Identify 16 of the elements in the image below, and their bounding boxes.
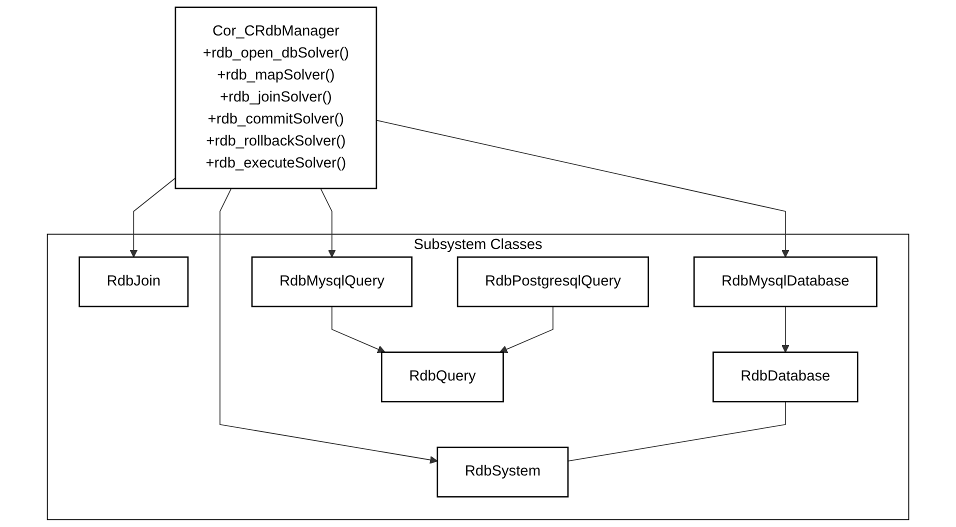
arrow	[781, 306, 790, 353]
node-box: RdbMysqlQuery	[251, 256, 412, 308]
arrow	[219, 188, 438, 464]
node-box: RdbMysqlDatabase	[693, 256, 878, 308]
node-box: RdbJoin	[78, 256, 189, 308]
arrow	[320, 188, 336, 258]
arrow	[499, 306, 554, 354]
node-box: RdbQuery	[380, 352, 504, 402]
arrow	[331, 306, 386, 354]
node-box: RdbDatabase	[712, 352, 858, 402]
arrow	[376, 120, 790, 258]
connector	[567, 401, 786, 462]
node-box: Cor_CRdbManager +rdb_open_dbSolver() +rdb_mapSolver() +rdb_joinSolver() +rdb_commitSolver() +rdb_rollbackSolver() +rdb_executeSolver()	[174, 6, 378, 190]
node-box: RdbSystem	[436, 446, 569, 498]
node-box: RdbPostgresqlQuery	[456, 256, 649, 308]
arrow	[130, 178, 176, 258]
